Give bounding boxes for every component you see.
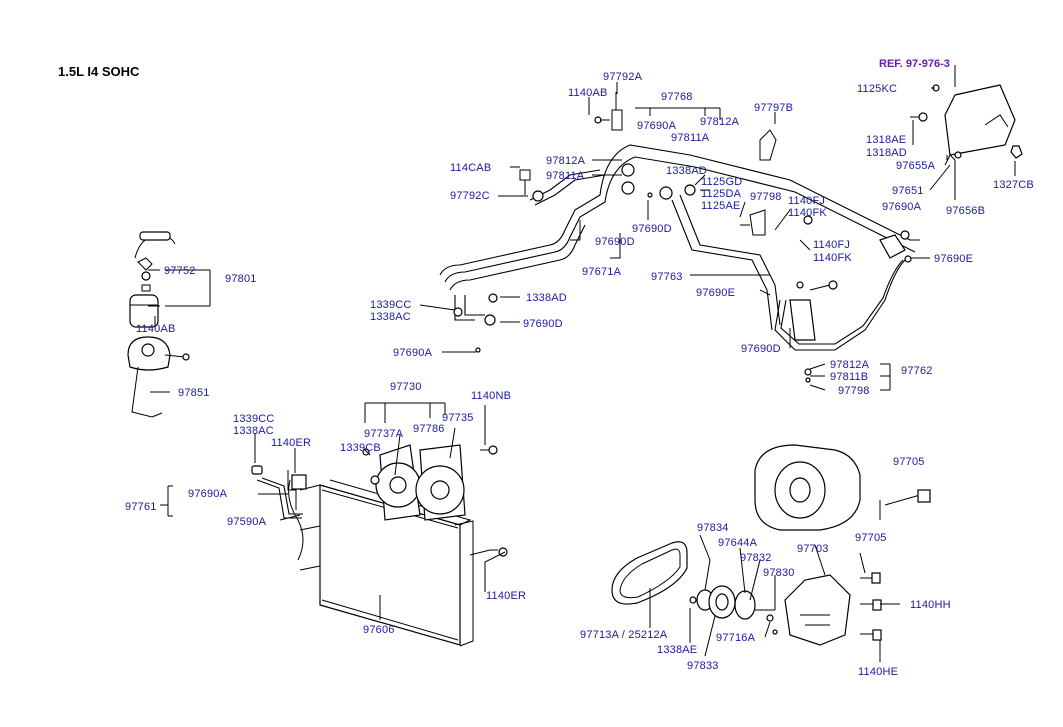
part-label: 1338AD: [666, 165, 707, 177]
part-label: 97812A: [830, 359, 870, 371]
part-label: 1140AB: [568, 87, 608, 99]
condenser-drawing: [288, 479, 508, 647]
part-labels: 97792A 1140AB 97768 97690A 97812A 97811A…: [125, 71, 1034, 678]
part-label: 97690D: [523, 318, 563, 330]
part-label: 97832: [740, 552, 772, 564]
part-label: 97798: [750, 191, 782, 203]
condenser-hose-drawing: [251, 465, 307, 519]
part-label: 97716A: [716, 632, 756, 644]
part-label: 1125DA: [701, 188, 742, 200]
part-label: 97713A / 25212A: [580, 629, 668, 641]
part-label: 1318AD: [866, 147, 907, 159]
drier-bracket-drawing: [127, 336, 190, 418]
part-label: 1125KC: [857, 83, 897, 95]
part-label: 97651: [892, 185, 924, 197]
part-label: 97786: [413, 423, 445, 435]
main-tube-bundle-drawing: [439, 92, 920, 383]
part-label: 1140ER: [486, 590, 526, 602]
part-label: 1140FK: [813, 252, 852, 264]
part-label: 97606: [363, 624, 395, 636]
part-label: 97690A: [637, 120, 677, 132]
part-label: 97671A: [582, 266, 622, 278]
part-label: 1339CB: [340, 442, 381, 454]
part-label: 1140HH: [910, 599, 951, 611]
part-label: 1140FK: [788, 207, 827, 219]
part-label: 97690D: [632, 223, 672, 235]
engine-title: 1.5L I4 SOHC: [58, 64, 140, 79]
part-label: 1140HE: [858, 666, 898, 678]
part-label: 97834: [697, 522, 729, 534]
part-label: 97644A: [718, 537, 758, 549]
part-label: 97735: [442, 412, 474, 424]
part-label: 1338AD: [526, 292, 567, 304]
part-label: 97851: [178, 387, 210, 399]
part-label: 97690D: [595, 236, 635, 248]
part-label: 97811B: [830, 371, 868, 383]
part-label: 97801: [225, 273, 257, 285]
reference-note: REF. 97-976-3: [879, 58, 950, 70]
part-label: 97792C: [450, 190, 490, 202]
evaporator-cover-drawing: [910, 84, 1023, 166]
part-label: 114CAB: [450, 162, 491, 174]
part-label: 97797B: [754, 102, 793, 114]
part-label: 97705: [855, 532, 887, 544]
part-label: 1339CC: [370, 299, 412, 311]
part-label: 97690A: [882, 201, 922, 213]
part-label: 97690A: [188, 488, 228, 500]
part-label: 1338AE: [657, 644, 697, 656]
part-label: 97812A: [700, 116, 740, 128]
compressor-drawing: [754, 444, 931, 584]
part-label: 97690E: [696, 287, 735, 299]
part-label: 97830: [763, 567, 795, 579]
part-label: 97812A: [546, 155, 586, 167]
part-label: 97811A: [546, 170, 585, 182]
part-label: 97590A: [227, 516, 267, 528]
part-label: 97705: [893, 456, 925, 468]
part-label: 97730: [390, 381, 422, 393]
part-label: 1125GD: [701, 176, 742, 188]
part-label: 1327CB: [993, 179, 1034, 191]
part-label: 97703: [797, 543, 829, 555]
part-label: 97833: [687, 660, 719, 672]
clutch-parts-drawing: [689, 574, 882, 646]
part-label: 97763: [651, 271, 683, 283]
part-label: 97737A: [364, 428, 404, 440]
leader-lines: [148, 65, 1016, 662]
part-label: 97656B: [946, 205, 985, 217]
condenser-fan-drawing: [362, 444, 498, 521]
part-label: 97798: [838, 385, 870, 397]
part-label: 1338AC: [370, 311, 411, 323]
belt-drawing: [611, 541, 688, 605]
part-label: 97811A: [671, 132, 710, 144]
part-label: 97690E: [934, 253, 973, 265]
part-label: 1140FJ: [788, 195, 825, 207]
part-label: 97690D: [741, 343, 781, 355]
part-label: 97690A: [393, 347, 433, 359]
part-label: 1339CC: [233, 413, 275, 425]
part-label: 1125AE: [701, 200, 741, 212]
part-label: 1140FJ: [813, 239, 850, 251]
part-label: 97768: [661, 91, 693, 103]
part-label: 1140ER: [271, 437, 311, 449]
part-label: 97752: [164, 265, 196, 277]
part-label: 97655A: [896, 160, 936, 172]
part-label: 97762: [901, 365, 933, 377]
part-label: 97792A: [603, 71, 643, 83]
part-label: 1140AB: [136, 323, 176, 335]
receiver-drier-drawing: [129, 231, 176, 328]
part-label: 1318AE: [866, 134, 906, 146]
part-label: 1338AC: [233, 425, 274, 437]
part-label: 97761: [125, 501, 157, 513]
part-label: 1140NB: [471, 390, 511, 402]
